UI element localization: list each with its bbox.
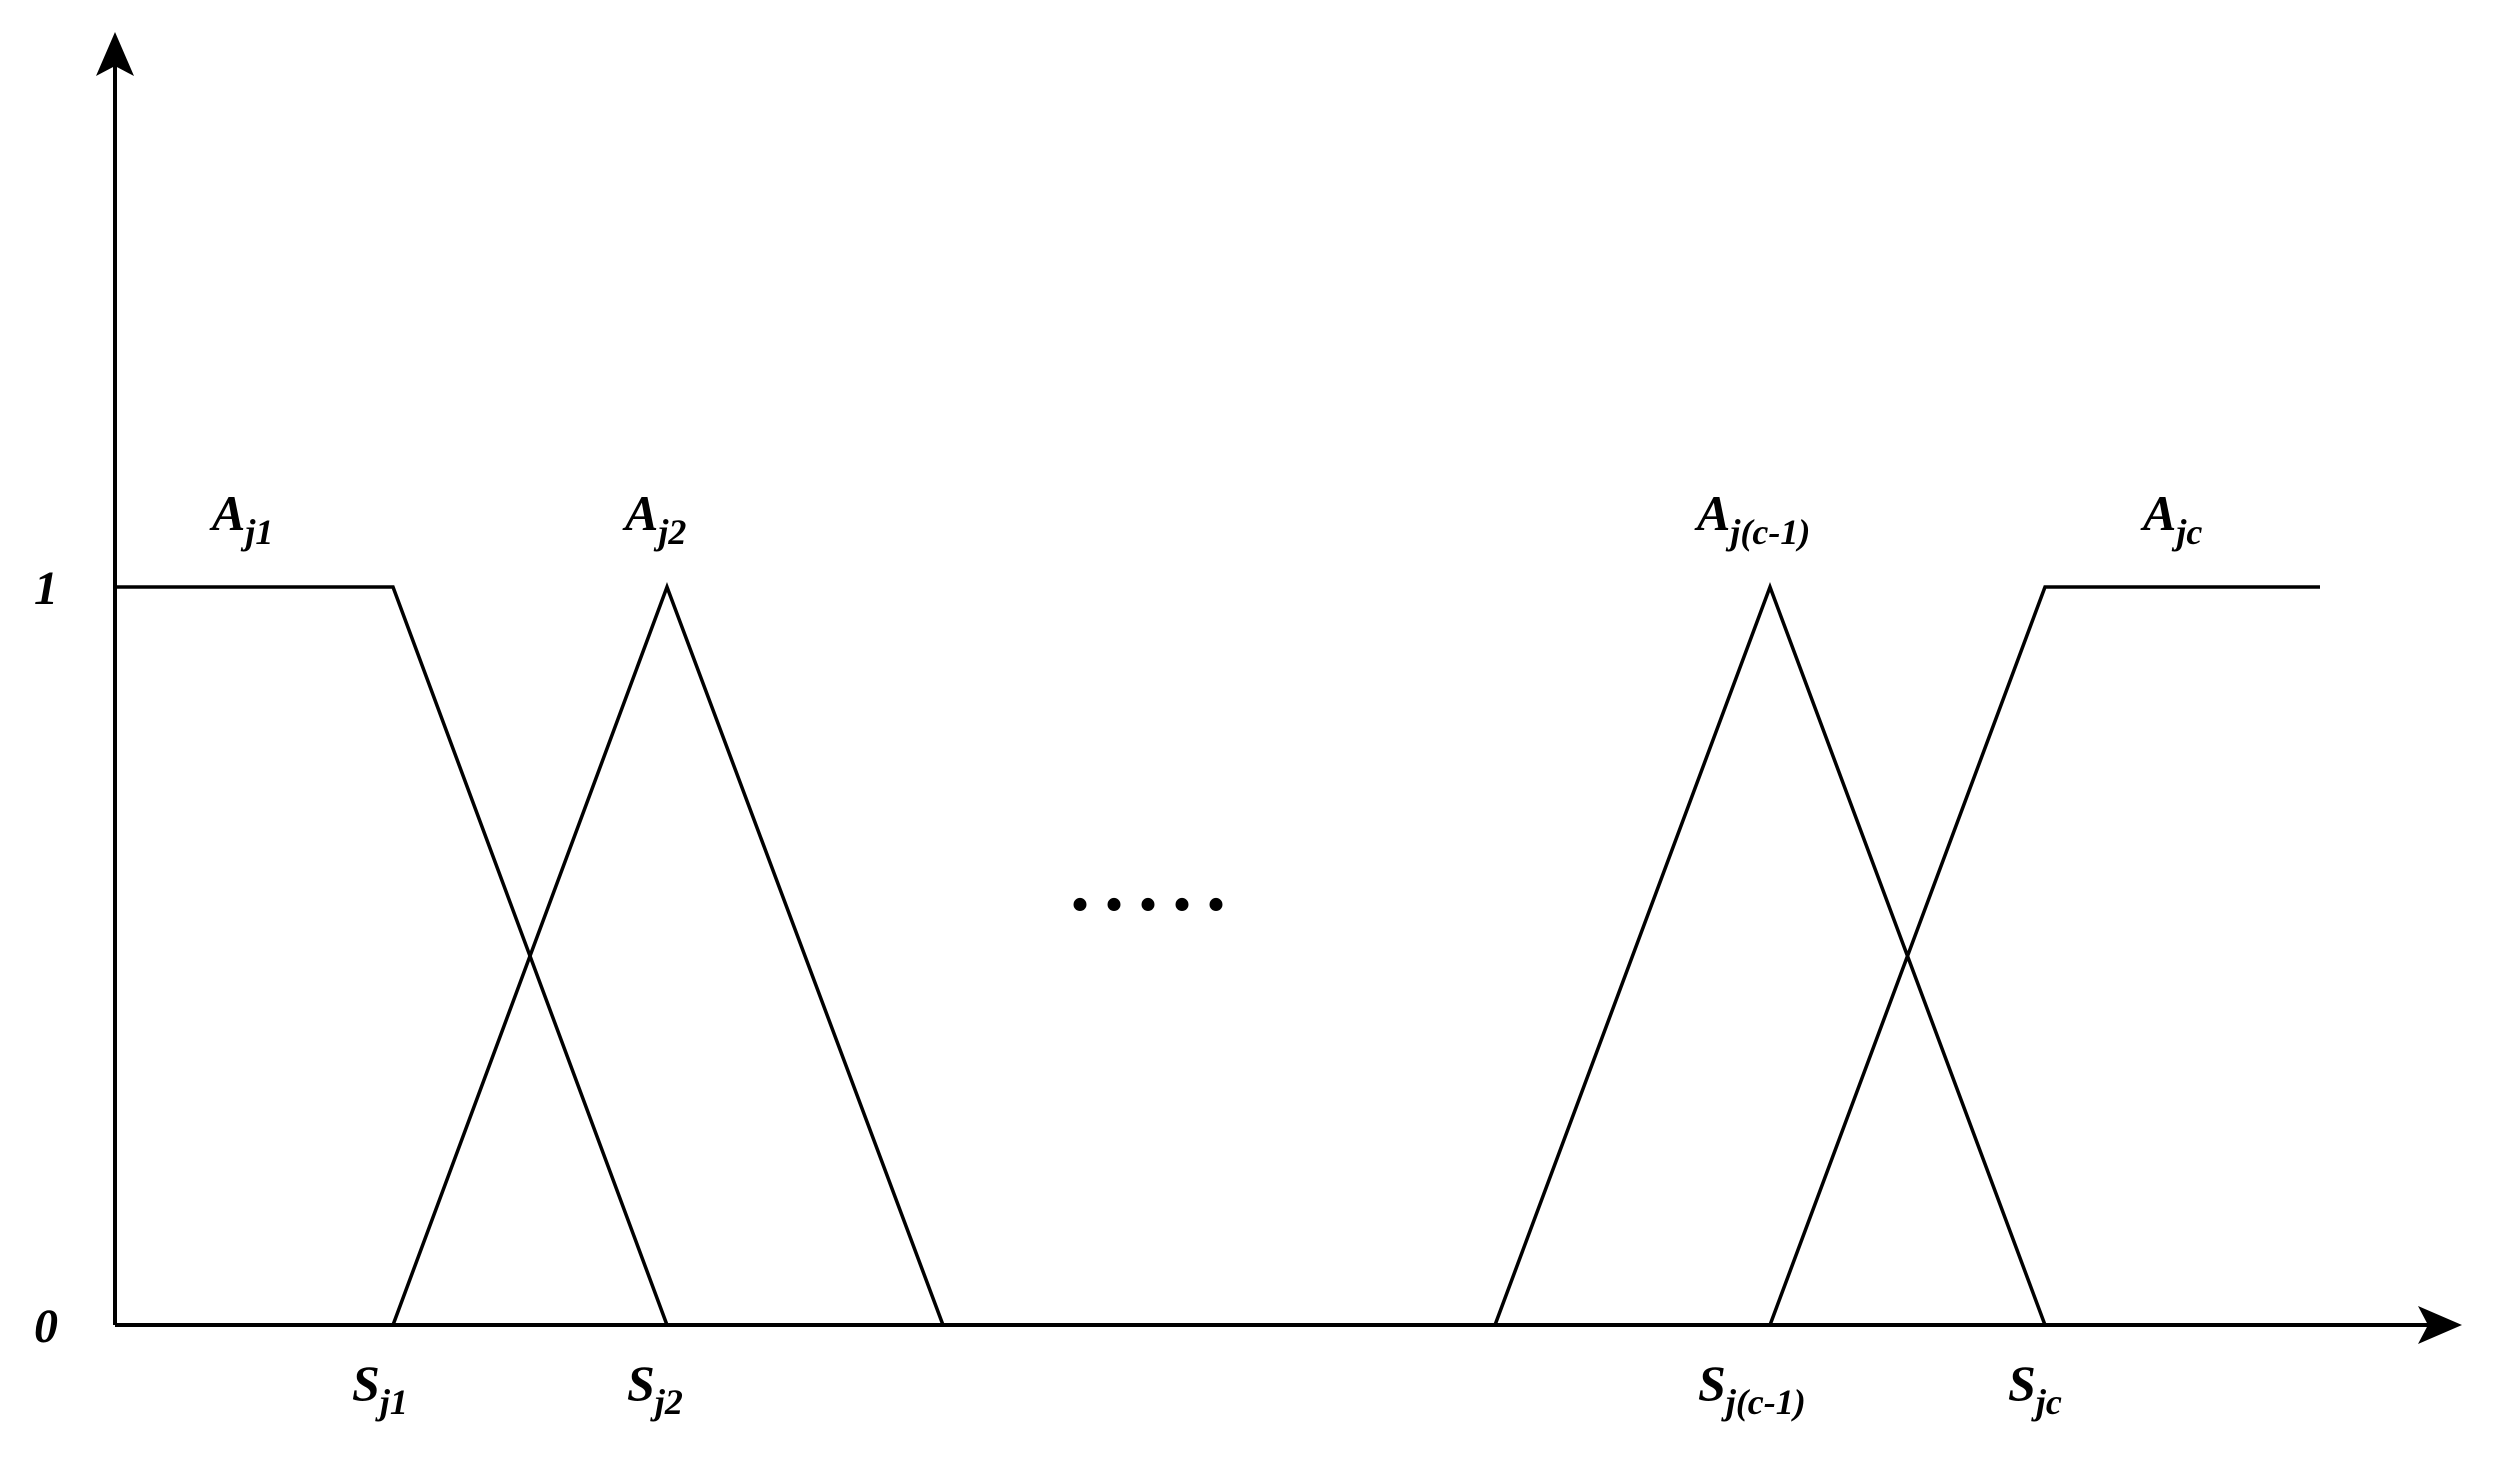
membership-curve-ajc1	[1493, 581, 2047, 1326]
y-axis-arrowhead	[96, 32, 134, 76]
point-label-sj1-base: S	[352, 1355, 380, 1411]
ellipsis: .....	[1070, 840, 1240, 928]
set-label-aj2: Aj2	[622, 485, 686, 552]
point-label-sjc-base: S	[2008, 1355, 2036, 1411]
point-label-sjc: Sjc	[2008, 1355, 2062, 1422]
set-label-aj1: Aj1	[209, 485, 273, 552]
point-label-sjc-sub: jc	[2031, 1382, 2062, 1422]
set-label-ajc1-base: A	[1694, 485, 1730, 541]
membership-curve-aj1	[115, 585, 669, 1326]
set-label-ajc-base: A	[2140, 485, 2176, 541]
point-label-sj1: Sj1	[352, 1355, 408, 1422]
point-label-sj1-sub: j1	[375, 1382, 408, 1422]
set-label-aj2-base: A	[622, 485, 658, 541]
y-tick-label-0: 0	[34, 1300, 58, 1353]
set-label-aj1-sub: j1	[240, 512, 273, 552]
point-label-sj2-base: S	[627, 1355, 655, 1411]
y-tick-label-1: 1	[34, 562, 58, 615]
set-label-aj1-base: A	[209, 485, 245, 541]
set-label-aj2-sub: j2	[653, 512, 686, 552]
set-label-ajc-sub: jc	[2171, 512, 2202, 552]
set-label-ajc1: Aj(c-1)	[1694, 485, 1810, 552]
point-label-sj2-sub: j2	[650, 1382, 683, 1422]
point-label-sjc1: Sj(c-1)	[1698, 1355, 1806, 1422]
point-label-sjc1-sub: j(c-1)	[1721, 1382, 1806, 1422]
set-label-ajc: Ajc	[2140, 485, 2202, 552]
set-label-ajc1-sub: j(c-1)	[1725, 512, 1810, 552]
membership-curve-ajc	[1768, 585, 2320, 1326]
point-label-sjc1-base: S	[1698, 1355, 1726, 1411]
membership-curve-aj2	[391, 581, 945, 1326]
x-axis-arrowhead	[2418, 1306, 2462, 1344]
point-label-sj2: Sj2	[627, 1355, 683, 1422]
